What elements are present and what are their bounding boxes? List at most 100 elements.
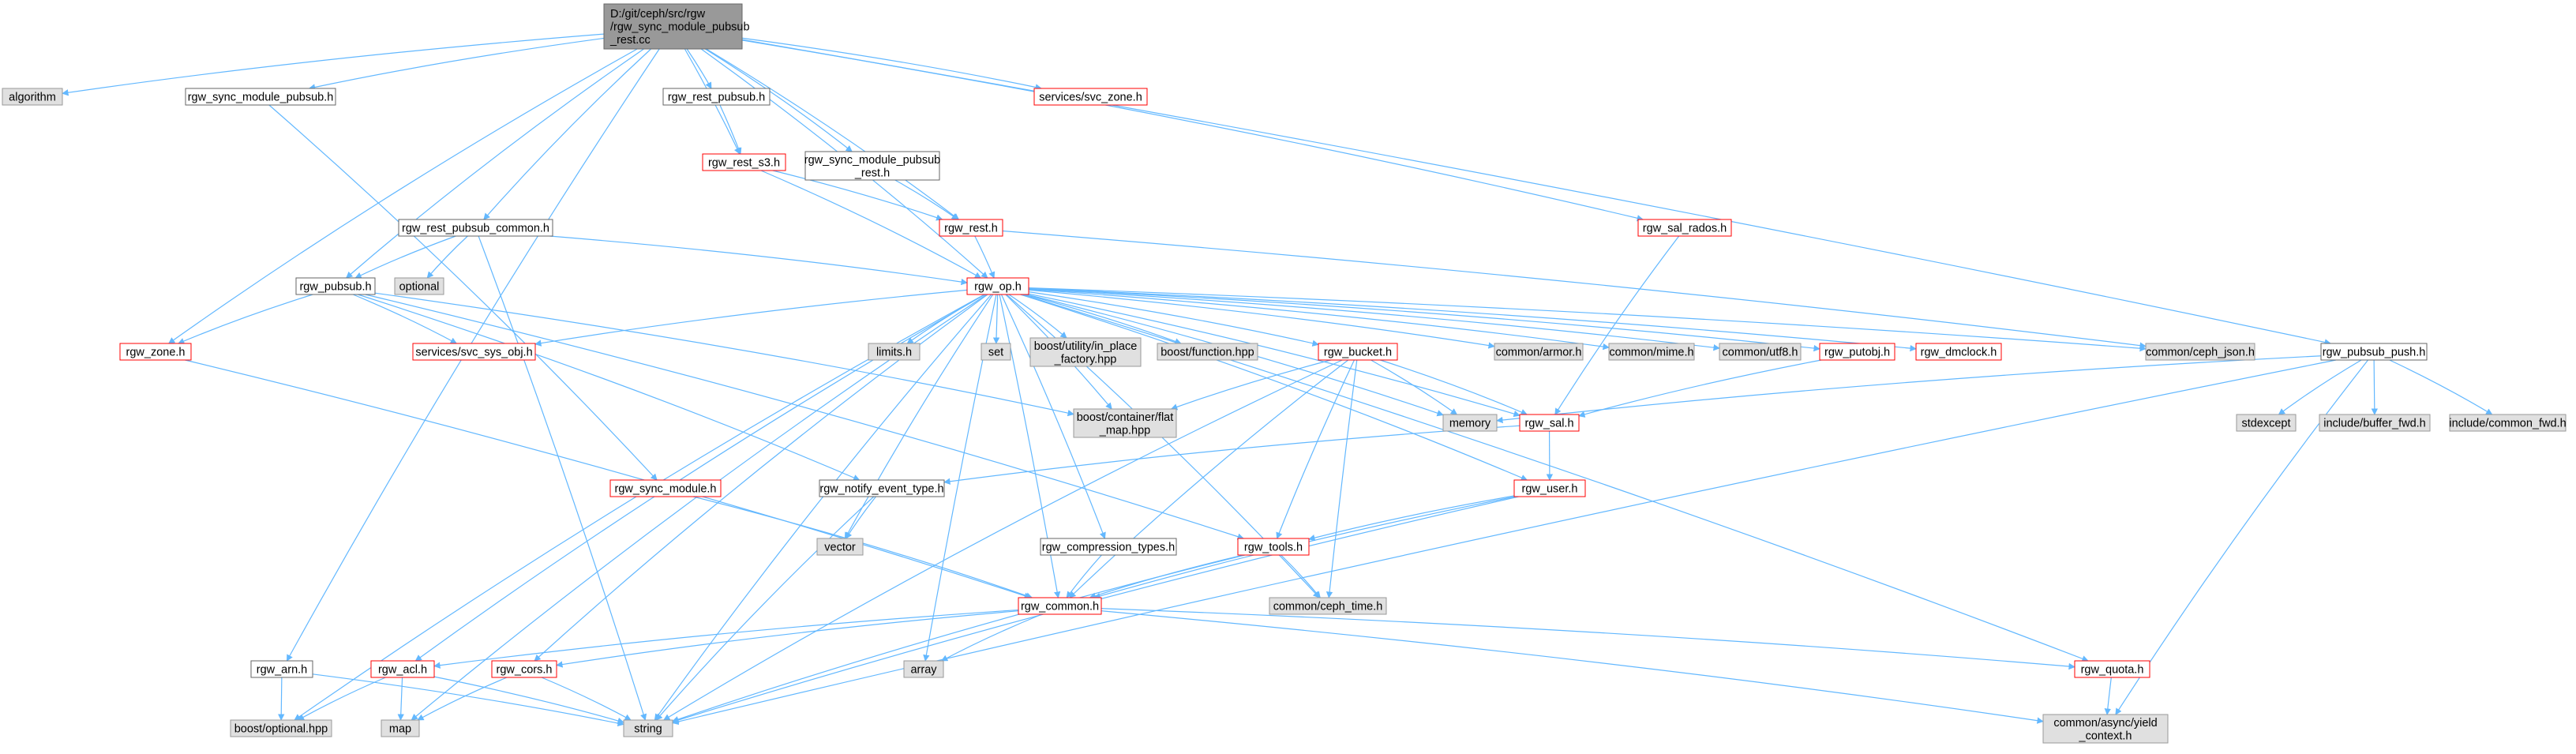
- node-box: [412, 343, 536, 361]
- node-optional: optional: [394, 277, 444, 295]
- edge-rgw_rest_h-to-rgw_op_h: [974, 235, 996, 279]
- node-box: [2320, 343, 2428, 361]
- node-label: rgw_pubsub.h: [299, 281, 371, 294]
- node-rgw-acl-h[interactable]: rgw_acl.h: [370, 660, 435, 678]
- node-box: [939, 219, 1003, 237]
- node-rgw-pubsub-push-h[interactable]: rgw_pubsub_push.h: [2320, 343, 2428, 361]
- node-label: string: [634, 723, 662, 736]
- edge-rgw_common_h-to-array: [940, 613, 1043, 662]
- node-rgw-sync-module-pubsub-rest-h[interactable]: rgw_sync_module_pubsub_rest.h: [804, 151, 941, 181]
- node-label: rgw_bucket.h: [1324, 347, 1392, 359]
- node-box: [816, 538, 864, 556]
- edge-rgw_sync_module_pubsub_rest_h-to-rgw_rest_h: [894, 179, 958, 220]
- node-label: common/async/yield: [2053, 717, 2157, 730]
- node-rgw-sync-module-pubsub-h[interactable]: rgw_sync_module_pubsub.h: [185, 88, 336, 106]
- node-box: [623, 719, 673, 737]
- node-common-armor-h: common/armor.h: [1494, 343, 1584, 361]
- node-label: set: [988, 347, 1003, 359]
- edge-root-to-rgw_rest_pubsub_common_h: [483, 48, 651, 220]
- node-rgw-pubsub-h[interactable]: rgw_pubsub.h: [295, 277, 376, 295]
- node-rgw-op-h[interactable]: rgw_op.h: [966, 277, 1029, 295]
- node-rgw-user-h[interactable]: rgw_user.h: [1513, 479, 1586, 497]
- edge-rgw_op_h-to-rgw_dmclock_h: [1028, 287, 1917, 352]
- node-label: services/svc_zone.h: [1039, 92, 1142, 104]
- node-rgw-quota-h[interactable]: rgw_quota.h: [2074, 660, 2150, 678]
- node-box: [2319, 414, 2431, 432]
- edge-rgw_sal_rados_h-to-rgw_sal_h: [1554, 235, 1680, 415]
- edge-rgw_pubsub_h-to-rgw_tools_h: [365, 294, 1244, 540]
- node-rgw-sal-rados-h[interactable]: rgw_sal_rados.h: [1637, 219, 1732, 237]
- edge-rgw_bucket_h-to-memory: [1370, 359, 1458, 415]
- node-stdexcept: stdexcept: [2236, 414, 2297, 432]
- node-box: [2042, 714, 2169, 744]
- node-label: rgw_cors.h: [497, 664, 553, 677]
- edge-rgw_bucket_h-to-string: [663, 359, 1343, 721]
- node-svc-sys-obj-h[interactable]: services/svc_sys_obj.h: [412, 343, 536, 361]
- node-box: [2, 88, 63, 106]
- node-root[interactable]: D:/git/ceph/src/rgw/rgw_sync_module_pubs…: [603, 3, 750, 50]
- node-box: [230, 719, 332, 737]
- node-rgw-compression-types-h[interactable]: rgw_compression_types.h: [1040, 538, 1177, 556]
- node-rgw-zone-h[interactable]: rgw_zone.h: [119, 343, 192, 361]
- edge-rgw_bucket_h-to-rgw_sal_h: [1380, 359, 1528, 415]
- node-rgw-dmclock-h[interactable]: rgw_dmclock.h: [1915, 343, 2002, 361]
- node-rgw-sal-h[interactable]: rgw_sal.h: [1519, 414, 1580, 432]
- node-yield-context: common/async/yield_context.h: [2042, 714, 2169, 744]
- edge-rgw_op_h-to-in_place_factory: [1008, 294, 1067, 339]
- node-common-ceph-json-h: common/ceph_json.h: [2145, 343, 2255, 361]
- node-box: [1915, 343, 2002, 361]
- edge-rgw_common_h-to-rgw_acl_h: [433, 609, 1019, 669]
- node-rgw-rest-pubsub-h[interactable]: rgw_rest_pubsub.h: [662, 88, 771, 106]
- node-label: _map.hpp: [1099, 424, 1151, 437]
- node-rgw-common-h[interactable]: rgw_common.h: [1018, 597, 1102, 615]
- node-rgw-bucket-h[interactable]: rgw_bucket.h: [1318, 343, 1398, 361]
- node-rgw-tools-h[interactable]: rgw_tools.h: [1237, 538, 1310, 556]
- node-box: [381, 719, 420, 737]
- edge-rgw_rest_s3_h-to-rgw_op_h: [760, 170, 982, 279]
- node-svc-zone-h[interactable]: services/svc_zone.h: [1033, 88, 1148, 106]
- edge-root-to-algorithm: [62, 33, 605, 96]
- node-label: services/svc_sys_obj.h: [415, 347, 532, 359]
- node-label: /rgw_sync_module_pubsub: [610, 21, 750, 34]
- node-set: set: [981, 343, 1011, 361]
- node-in-place-factory: boost/utility/in_place_factory.hpp: [1029, 337, 1142, 367]
- edge-rgw_rest_pubsub_common_h-to-string: [478, 235, 647, 721]
- node-rgw-arn-h[interactable]: rgw_arn.h: [250, 660, 313, 678]
- edge-rgw_pubsub_push_h-to-yield_context: [2115, 359, 2368, 715]
- edge-root-to-rgw_rest_pubsub_h: [686, 48, 712, 89]
- node-label: common/ceph_time.h: [1273, 601, 1383, 613]
- node-rgw-rest-h[interactable]: rgw_rest.h: [939, 219, 1003, 237]
- edge-rgw_zone_h-to-rgw_common_h: [185, 359, 1031, 599]
- node-rgw-putobj-h[interactable]: rgw_putobj.h: [1819, 343, 1895, 361]
- node-box: [1608, 343, 1695, 361]
- node-label: limits.h: [876, 347, 912, 359]
- node-box: [1513, 479, 1586, 497]
- edge-rgw_op_h-to-common_utf8_h: [1028, 288, 1720, 351]
- node-rgw-cors-h[interactable]: rgw_cors.h: [491, 660, 557, 678]
- node-common-ceph-time-h: common/ceph_time.h: [1269, 597, 1387, 615]
- edge-rgw_op_h-to-svc_sys_obj_h: [534, 289, 968, 347]
- node-box: [1033, 88, 1148, 106]
- edge-rgw_pubsub_h-to-svc_sys_obj_h: [352, 294, 458, 344]
- node-rgw-sync-module-h[interactable]: rgw_sync_module.h: [609, 479, 722, 497]
- edge-rgw_arn_h-to-string: [312, 673, 624, 727]
- node-box: [1237, 538, 1310, 556]
- edge-rgw_bucket_h-to-flat_map: [1170, 359, 1331, 411]
- node-box: [398, 219, 553, 237]
- node-box: [1018, 597, 1102, 615]
- node-box: [119, 343, 192, 361]
- edge-rgw_cors_h-to-map: [417, 677, 508, 721]
- node-rgw-notify-event-type-h[interactable]: rgw_notify_event_type.h: [819, 479, 945, 497]
- edge-rgw_op_h-to-rgw_user_h: [1020, 294, 1528, 481]
- edge-rgw_notify_event_type_h-to-string: [655, 496, 875, 721]
- node-rgw-rest-s3-h[interactable]: rgw_rest_s3.h: [702, 153, 786, 171]
- node-rgw-rest-pubsub-common-h[interactable]: rgw_rest_pubsub_common.h: [398, 219, 553, 237]
- node-box: [1073, 408, 1177, 438]
- edge-root-to-rgw_sync_module_pubsub_h: [308, 37, 605, 91]
- edge-rgw_op_h-to-vector: [844, 294, 994, 539]
- node-label: rgw_quota.h: [2081, 664, 2144, 677]
- node-label: common/armor.h: [1496, 347, 1582, 359]
- edge-rgw_pubsub_push_h-to-buffer_fwd_h: [2371, 359, 2379, 415]
- node-label: _rest.h: [854, 167, 890, 179]
- edge-rgw_op_h-to-common_ceph_json_h: [1028, 287, 2147, 352]
